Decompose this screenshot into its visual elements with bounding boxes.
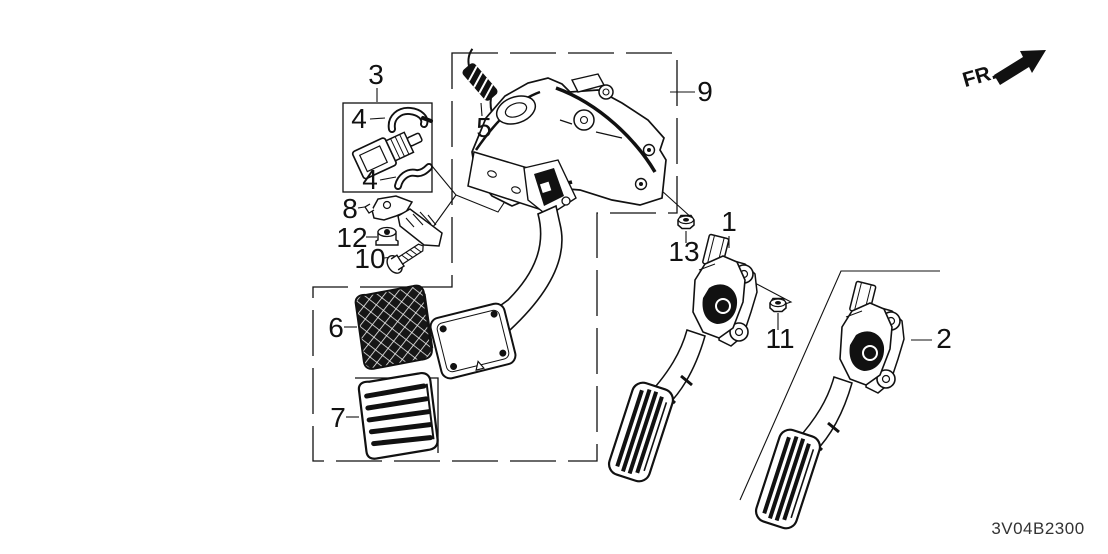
switch-group-box [342,102,433,193]
diagram-code: 3V04B2300 [991,519,1084,538]
callout-part5[interactable]: 5 [476,112,492,143]
stop-switch-drawing [351,131,423,180]
lock-nut-11-drawing [769,297,787,313]
pad7-corner-bracket [355,377,439,453]
switch-bracket-drawing [364,195,443,247]
callout-part3[interactable]: 3 [368,59,384,90]
switch-clip-upper-drawing [387,106,433,133]
leader-part5 [480,102,483,117]
callout-part4-lower[interactable]: 4 [362,164,378,195]
fr-direction-arrow-icon [994,50,1046,85]
leader-part4-lower [379,176,397,181]
callout-part9[interactable]: 9 [697,76,713,107]
callout-part1[interactable]: 1 [721,206,737,237]
callout-part11[interactable]: 11 [765,323,794,354]
pedal-pad-drawing [354,284,434,370]
pedal-pad-cover-drawing [357,372,439,460]
accelerator-pedal-1-drawing [604,232,759,487]
callout-part4-upper[interactable]: 4 [351,103,367,134]
accelerator-pedal-2-drawing [751,279,906,534]
pedal2-region-line [739,270,940,501]
callout-part2[interactable]: 2 [936,323,952,354]
leader-part4-upper [369,117,386,120]
callout-part6[interactable]: 6 [328,312,344,343]
brake-pedal-arm-drawing [429,159,577,380]
callout-part12[interactable]: 12 [336,222,367,253]
callout-part10[interactable]: 10 [354,243,385,274]
return-spring-drawing [462,48,498,116]
mounting-bolt-drawing [386,243,424,274]
callout-part7[interactable]: 7 [330,402,346,433]
callout-part13[interactable]: 13 [668,236,699,267]
switch-clip-lower-drawing [394,163,433,190]
stop-switch-group-drawing [351,106,433,190]
fr-label: FR. [960,61,999,92]
flange-nut-drawing [375,226,399,246]
lock-nut-13-drawing [677,214,695,230]
callout-part8[interactable]: 8 [342,193,358,224]
fr-direction-marker: FR. [960,50,1046,92]
